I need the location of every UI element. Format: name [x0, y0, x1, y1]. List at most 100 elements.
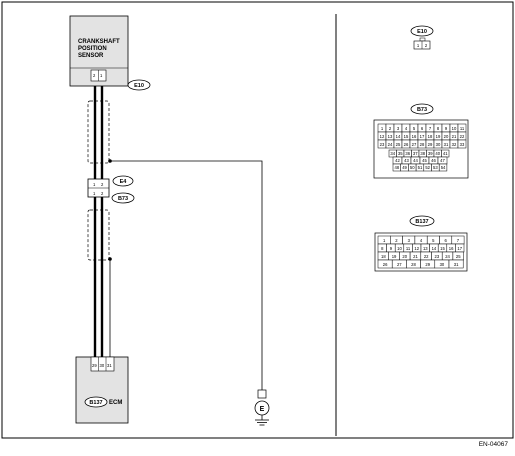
- b137-pin-27: 27: [397, 262, 402, 267]
- b73-pin-11: 11: [460, 126, 465, 131]
- b137-pin-13: 13: [423, 246, 428, 251]
- ecm-block: 29 30 31 B137 ECM: [75, 356, 129, 424]
- ecm-label: ECM: [109, 400, 122, 406]
- b73-pin-26: 26: [404, 142, 409, 147]
- b73-pin-9: 9: [445, 126, 448, 131]
- b73-pin-33: 33: [460, 142, 465, 147]
- connector-tag-b137: [84, 396, 108, 408]
- sensor-pin-1: 1: [100, 73, 103, 78]
- b137-pin-1: 1: [383, 238, 386, 243]
- b73-pin-40: 40: [435, 151, 440, 156]
- b73-pin-2: 2: [101, 191, 104, 196]
- connector-e10-label: E10: [134, 83, 144, 89]
- b73-pin-1: 1: [93, 191, 96, 196]
- b73-pin-44: 44: [413, 158, 418, 163]
- b137-pin-22: 22: [424, 254, 429, 259]
- connector-b137-label: B137: [89, 400, 102, 406]
- b73-pin-2: 2: [389, 126, 392, 131]
- sensor-title-line-3: SENSOR: [78, 53, 104, 59]
- connector-tag-b73: B73: [111, 192, 135, 204]
- b137-pin-12: 12: [414, 246, 419, 251]
- crankshaft-position-sensor: CRANKSHAFT POSITION SENSOR 2 1: [69, 15, 129, 87]
- face-b73-label: B73: [417, 107, 427, 113]
- b73-pin-42: 42: [395, 158, 400, 163]
- sensor-title-line-1: CRANKSHAFT: [78, 39, 120, 45]
- b137-pin-23: 23: [435, 254, 440, 259]
- b73-pin-8: 8: [437, 126, 440, 131]
- b73-cell: [438, 163, 448, 172]
- b73-pin-41: 41: [443, 151, 448, 156]
- b137-cell: [448, 259, 464, 269]
- connector-e4-label: E4: [120, 179, 128, 185]
- face-e10-pin-1: 1: [417, 43, 420, 48]
- b73-pin-48: 48: [395, 165, 400, 170]
- b137-pin-19: 19: [392, 254, 397, 259]
- face-b137-label: B137: [415, 219, 428, 225]
- b73-pin-3: 3: [397, 126, 400, 131]
- b137-pin-18: 18: [381, 254, 386, 259]
- e4-pin-1: 1: [93, 182, 96, 187]
- shield-upper: [87, 100, 263, 390]
- ecm-pin-30: 30: [100, 363, 105, 368]
- ecm-pin-29: 29: [92, 363, 97, 368]
- b137-pin-20: 20: [402, 254, 407, 259]
- b137-pin-30: 30: [440, 262, 445, 267]
- b73-pin-23: 23: [380, 142, 385, 147]
- connector-tag-e4: E4: [112, 175, 134, 187]
- b73-pin-25: 25: [396, 142, 401, 147]
- b73-pin-7: 7: [429, 126, 432, 131]
- b73-pin-50: 50: [410, 165, 415, 170]
- b73-pin-21: 21: [452, 134, 457, 139]
- sensor-title-line-2: POSITION: [78, 46, 107, 52]
- b73-pin-51: 51: [418, 165, 423, 170]
- b73-pin-18: 18: [428, 134, 433, 139]
- b137-pin-25: 25: [456, 254, 461, 259]
- b73-pin-53: 53: [433, 165, 438, 170]
- b137-pin-29: 29: [425, 262, 430, 267]
- b73-pin-22: 22: [460, 134, 465, 139]
- b73-pin-19: 19: [436, 134, 441, 139]
- b73-pin-32: 32: [452, 142, 457, 147]
- b73-pin-6: 6: [421, 126, 424, 131]
- b73-pin-54: 54: [441, 165, 446, 170]
- b73-pin-1: 1: [381, 126, 384, 131]
- b73-cell: [457, 139, 467, 149]
- b73-pin-20: 20: [444, 134, 449, 139]
- intermediate-connector: 1 2 1 2: [87, 178, 110, 198]
- b137-pin-15: 15: [440, 246, 445, 251]
- b73-pin-52: 52: [425, 165, 430, 170]
- b137-pin-4: 4: [420, 238, 423, 243]
- b73-pin-37: 37: [413, 151, 418, 156]
- b73-pin-31: 31: [444, 142, 449, 147]
- b137-pin-17: 17: [457, 246, 462, 251]
- b73-pin-4: 4: [405, 126, 408, 131]
- b73-pin-35: 35: [398, 151, 403, 156]
- shield-lower: [87, 209, 112, 372]
- face-e10-pin-2: 2: [425, 43, 428, 48]
- b73-pin-43: 43: [404, 158, 409, 163]
- b73-pin-47: 47: [440, 158, 445, 163]
- b73-pin-46: 46: [431, 158, 436, 163]
- b73-pin-5: 5: [413, 126, 416, 131]
- b73-pin-16: 16: [412, 134, 417, 139]
- ground-letter: E: [260, 406, 265, 413]
- b137-pin-2: 2: [395, 238, 398, 243]
- b73-pin-49: 49: [402, 165, 407, 170]
- b73-pin-27: 27: [412, 142, 417, 147]
- b137-pin-7: 7: [457, 238, 460, 243]
- b137-pin-3: 3: [408, 238, 411, 243]
- b137-pin-24: 24: [445, 254, 450, 259]
- ecm-pin-31: 31: [107, 363, 112, 368]
- b73-pin-45: 45: [422, 158, 427, 163]
- b73-pin-28: 28: [420, 142, 425, 147]
- outer-border: [1, 1, 514, 439]
- b137-pin-14: 14: [432, 246, 437, 251]
- b137-pin-6: 6: [444, 238, 447, 243]
- ground-symbol: E: [254, 389, 270, 426]
